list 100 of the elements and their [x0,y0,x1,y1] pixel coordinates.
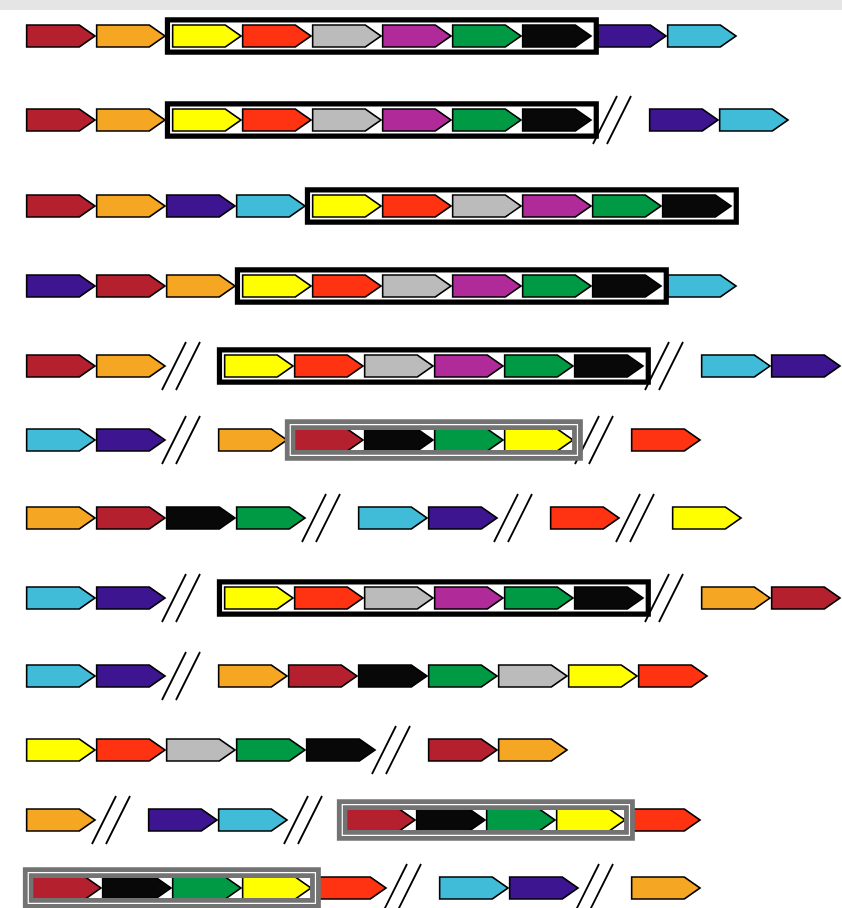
gene-block [25,586,97,610]
gene-block [630,808,702,832]
gene-block [666,274,738,298]
gene-block [573,354,645,378]
gene-block [567,664,639,688]
gene-block [381,108,453,132]
gene-block [223,586,295,610]
gene-block [165,274,237,298]
gene-block [630,876,702,900]
gene-block [666,24,738,48]
gene-block [357,664,429,688]
gene-block [165,738,237,762]
gene-block [311,108,383,132]
gene-block [718,108,790,132]
gene-block [521,194,593,218]
gene-block [31,876,103,900]
gene-block [101,876,173,900]
gene-block [95,506,167,530]
gene-block [25,108,97,132]
gene-block [25,506,97,530]
gene-block [451,24,523,48]
gene-block [770,586,842,610]
gene-block [497,738,569,762]
gene-block [363,586,435,610]
gene-block [235,506,307,530]
gene-block [95,24,167,48]
gene-block [165,506,237,530]
gene-block [700,354,772,378]
gene-block [591,194,663,218]
gene-block [503,354,575,378]
gene-block [630,428,702,452]
gene-block [95,354,167,378]
gene-block [241,274,313,298]
gene-block [573,586,645,610]
gene-block [637,664,709,688]
gene-block [521,108,593,132]
cluster-frame [22,867,321,908]
gene-block [770,354,842,378]
gene-block [25,428,97,452]
gene-block [287,664,359,688]
gene-block [381,24,453,48]
gene-block [293,354,365,378]
gene-block [25,274,97,298]
gene-block [25,354,97,378]
gene-block [596,24,668,48]
gene-block [25,664,97,688]
gene-block [165,194,237,218]
gene-block [671,506,743,530]
gene-block [241,24,313,48]
gene-block [433,354,505,378]
gene-block [433,586,505,610]
gene-block [95,194,167,218]
gene-block [521,24,593,48]
gene-block [503,586,575,610]
gene-block [293,586,365,610]
gene-block [451,274,523,298]
gene-block [381,194,453,218]
gene-block [305,738,377,762]
gene-block [95,428,167,452]
gene-block [451,194,523,218]
gene-block [217,808,289,832]
gene-block [311,24,383,48]
cluster-frame [234,267,669,305]
gene-block [381,274,453,298]
cluster-frame [216,347,651,385]
gene-block [217,428,289,452]
gene-block [311,194,383,218]
gene-block [25,24,97,48]
gene-block [497,664,569,688]
gene-block [95,586,167,610]
gene-block [171,876,243,900]
gene-block [700,586,772,610]
gene-block [591,274,663,298]
gene-block [171,108,243,132]
gene-block [433,428,505,452]
cluster-frame [164,17,599,55]
cluster-frame [336,799,635,841]
gene-block [316,876,388,900]
cluster-frame [304,187,739,225]
gene-block [357,506,429,530]
gene-block [241,876,313,900]
gene-block [485,808,557,832]
gene-block [235,738,307,762]
gene-block [25,194,97,218]
gene-block [415,808,487,832]
gene-block [25,738,97,762]
gene-block [363,354,435,378]
gene-block [223,354,295,378]
gene-block [95,664,167,688]
cluster-frame [284,419,583,461]
gene-block [427,664,499,688]
gene-block [451,108,523,132]
gene-block [241,108,313,132]
gene-block [147,808,219,832]
gene-block [311,274,383,298]
gene-block [648,108,720,132]
gene-block [438,876,510,900]
gene-block [95,108,167,132]
gene-block [363,428,435,452]
gene-block [521,274,593,298]
